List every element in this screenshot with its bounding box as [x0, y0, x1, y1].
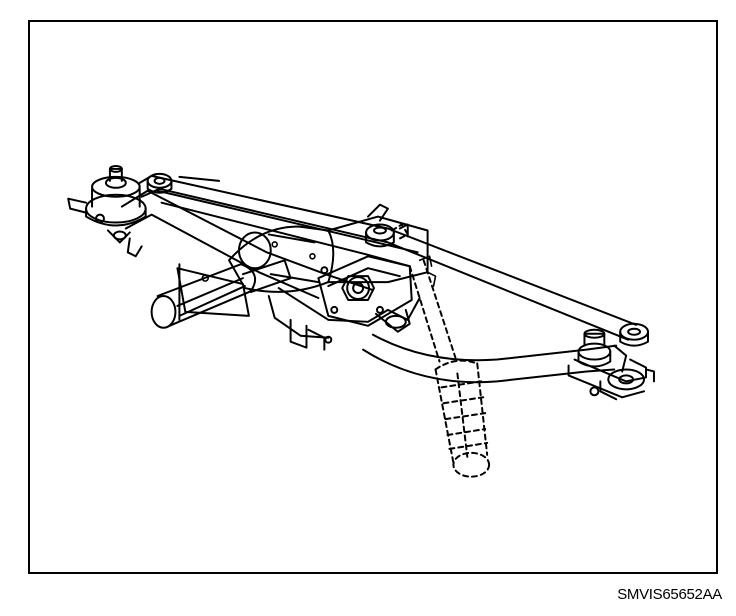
motor-housing [176, 215, 429, 351]
right-pivot [567, 328, 655, 401]
tool-handle-solid [150, 259, 292, 329]
left-pivot [67, 164, 147, 258]
linkage-rod [138, 174, 638, 341]
center-crank [317, 255, 413, 333]
left-crank [146, 172, 173, 194]
wiper-linkage-illustration [67, 164, 655, 478]
figure-frame [28, 20, 718, 574]
figure-code: SMVIS65652AA [617, 586, 722, 603]
tool-handle-dashed [390, 223, 491, 478]
fastener-details [201, 241, 437, 287]
right-crank [619, 322, 649, 347]
